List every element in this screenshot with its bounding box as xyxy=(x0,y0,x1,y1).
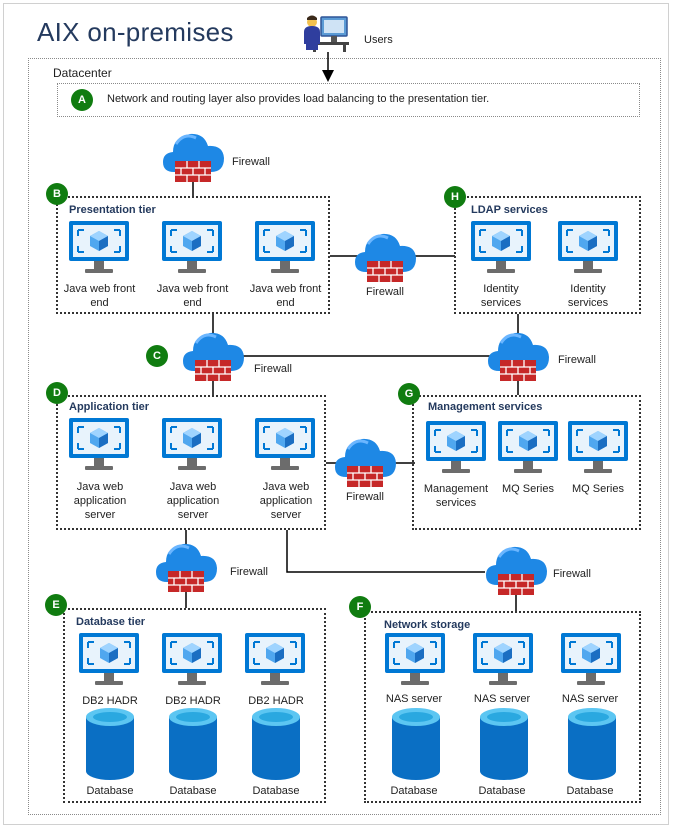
database-label: Database xyxy=(478,785,526,797)
application-node-label: Java web application server xyxy=(259,481,313,521)
vm-monitor-icon xyxy=(161,632,223,693)
badge-e: E xyxy=(45,594,67,616)
application-tier-box xyxy=(56,395,326,530)
firewall-label: Firewall xyxy=(553,568,591,580)
nas-node-label: NAS server xyxy=(385,693,443,705)
db2-node-label: DB2 HADR xyxy=(82,695,138,707)
db2-node-label: DB2 HADR xyxy=(165,695,221,707)
management-node-label: MQ Series xyxy=(502,483,554,495)
firewall-icon xyxy=(182,327,246,388)
firewall-icon xyxy=(334,433,398,494)
firewall-icon xyxy=(354,228,418,289)
users-label: Users xyxy=(364,34,393,46)
vm-monitor-icon xyxy=(560,632,622,693)
badge-a: A xyxy=(71,89,93,111)
firewall-label: Firewall xyxy=(232,156,270,168)
firewall-label: Firewall xyxy=(346,491,384,503)
ldap-services-box xyxy=(454,196,641,314)
vm-monitor-icon xyxy=(470,220,532,281)
presentation-tier-box xyxy=(56,196,330,314)
badge-h: H xyxy=(444,186,466,208)
firewall-icon xyxy=(155,538,219,599)
badge-g: G xyxy=(398,383,420,405)
firewall-icon xyxy=(487,327,551,388)
note-box xyxy=(57,83,640,117)
firewall-icon xyxy=(162,128,226,189)
vm-monitor-icon xyxy=(161,220,223,281)
vm-monitor-icon xyxy=(161,417,223,478)
database-cylinder-icon xyxy=(168,707,218,786)
vm-monitor-icon xyxy=(425,420,487,481)
network-storage-box xyxy=(364,611,641,803)
datacenter-boundary xyxy=(28,58,661,815)
vm-monitor-icon xyxy=(384,632,446,693)
ldap-services-label: LDAP services xyxy=(471,204,548,216)
vm-monitor-icon xyxy=(567,420,629,481)
note-text: Network and routing layer also provides … xyxy=(107,93,490,105)
presentation-tier-label: Presentation tier xyxy=(69,204,156,216)
database-cylinder-icon xyxy=(251,707,301,786)
application-node-label: Java web application server xyxy=(166,481,220,521)
page-title: AIX on-premises xyxy=(37,17,234,47)
database-label: Database xyxy=(252,785,300,797)
network-storage-label: Network storage xyxy=(384,619,471,631)
firewall-label: Firewall xyxy=(254,363,292,375)
user-at-computer-icon xyxy=(304,15,349,52)
db2-node-label: DB2 HADR xyxy=(248,695,304,707)
badge-d: D xyxy=(46,382,68,404)
database-label: Database xyxy=(390,785,438,797)
database-cylinder-icon xyxy=(85,707,135,786)
nas-node-label: NAS server xyxy=(473,693,531,705)
management-services-label: Management services xyxy=(428,401,543,413)
vm-monitor-icon xyxy=(78,632,140,693)
application-node-label: Java web application server xyxy=(73,481,127,521)
database-cylinder-icon xyxy=(567,707,617,786)
vm-monitor-icon xyxy=(497,420,559,481)
vm-monitor-icon xyxy=(254,220,316,281)
nas-node-label: NAS server xyxy=(561,693,619,705)
vm-monitor-icon xyxy=(472,632,534,693)
badge-b: B xyxy=(46,183,68,205)
firewall-icon xyxy=(485,541,549,602)
management-services-box xyxy=(412,395,641,530)
presentation-node-label: Java web front end xyxy=(63,283,136,309)
presentation-node-label: Java web front end xyxy=(249,283,322,309)
vm-monitor-icon xyxy=(68,220,130,281)
vm-monitor-icon xyxy=(254,417,316,478)
firewall-label: Firewall xyxy=(230,566,268,578)
database-label: Database xyxy=(86,785,134,797)
database-cylinder-icon xyxy=(479,707,529,786)
management-node-label: MQ Series xyxy=(572,483,624,495)
ldap-node-label: Identity services xyxy=(480,283,522,309)
vm-monitor-icon xyxy=(68,417,130,478)
database-label: Database xyxy=(169,785,217,797)
badge-c: C xyxy=(146,345,168,367)
datacenter-label: Datacenter xyxy=(53,66,112,80)
vm-monitor-icon xyxy=(557,220,619,281)
database-cylinder-icon xyxy=(391,707,441,786)
outer-frame xyxy=(3,3,669,825)
ldap-node-label: Identity services xyxy=(567,283,609,309)
vm-monitor-icon xyxy=(244,632,306,693)
link-application-firewall-f xyxy=(286,530,485,573)
management-node-label: Management services xyxy=(423,483,489,509)
firewall-label: Firewall xyxy=(558,354,596,366)
database-label: Database xyxy=(566,785,614,797)
database-tier-label: Database tier xyxy=(76,616,146,628)
application-tier-label: Application tier xyxy=(69,401,150,413)
badge-f: F xyxy=(349,596,371,618)
database-tier-box xyxy=(63,608,326,803)
presentation-node-label: Java web front end xyxy=(156,283,229,309)
firewall-label: Firewall xyxy=(366,286,404,298)
